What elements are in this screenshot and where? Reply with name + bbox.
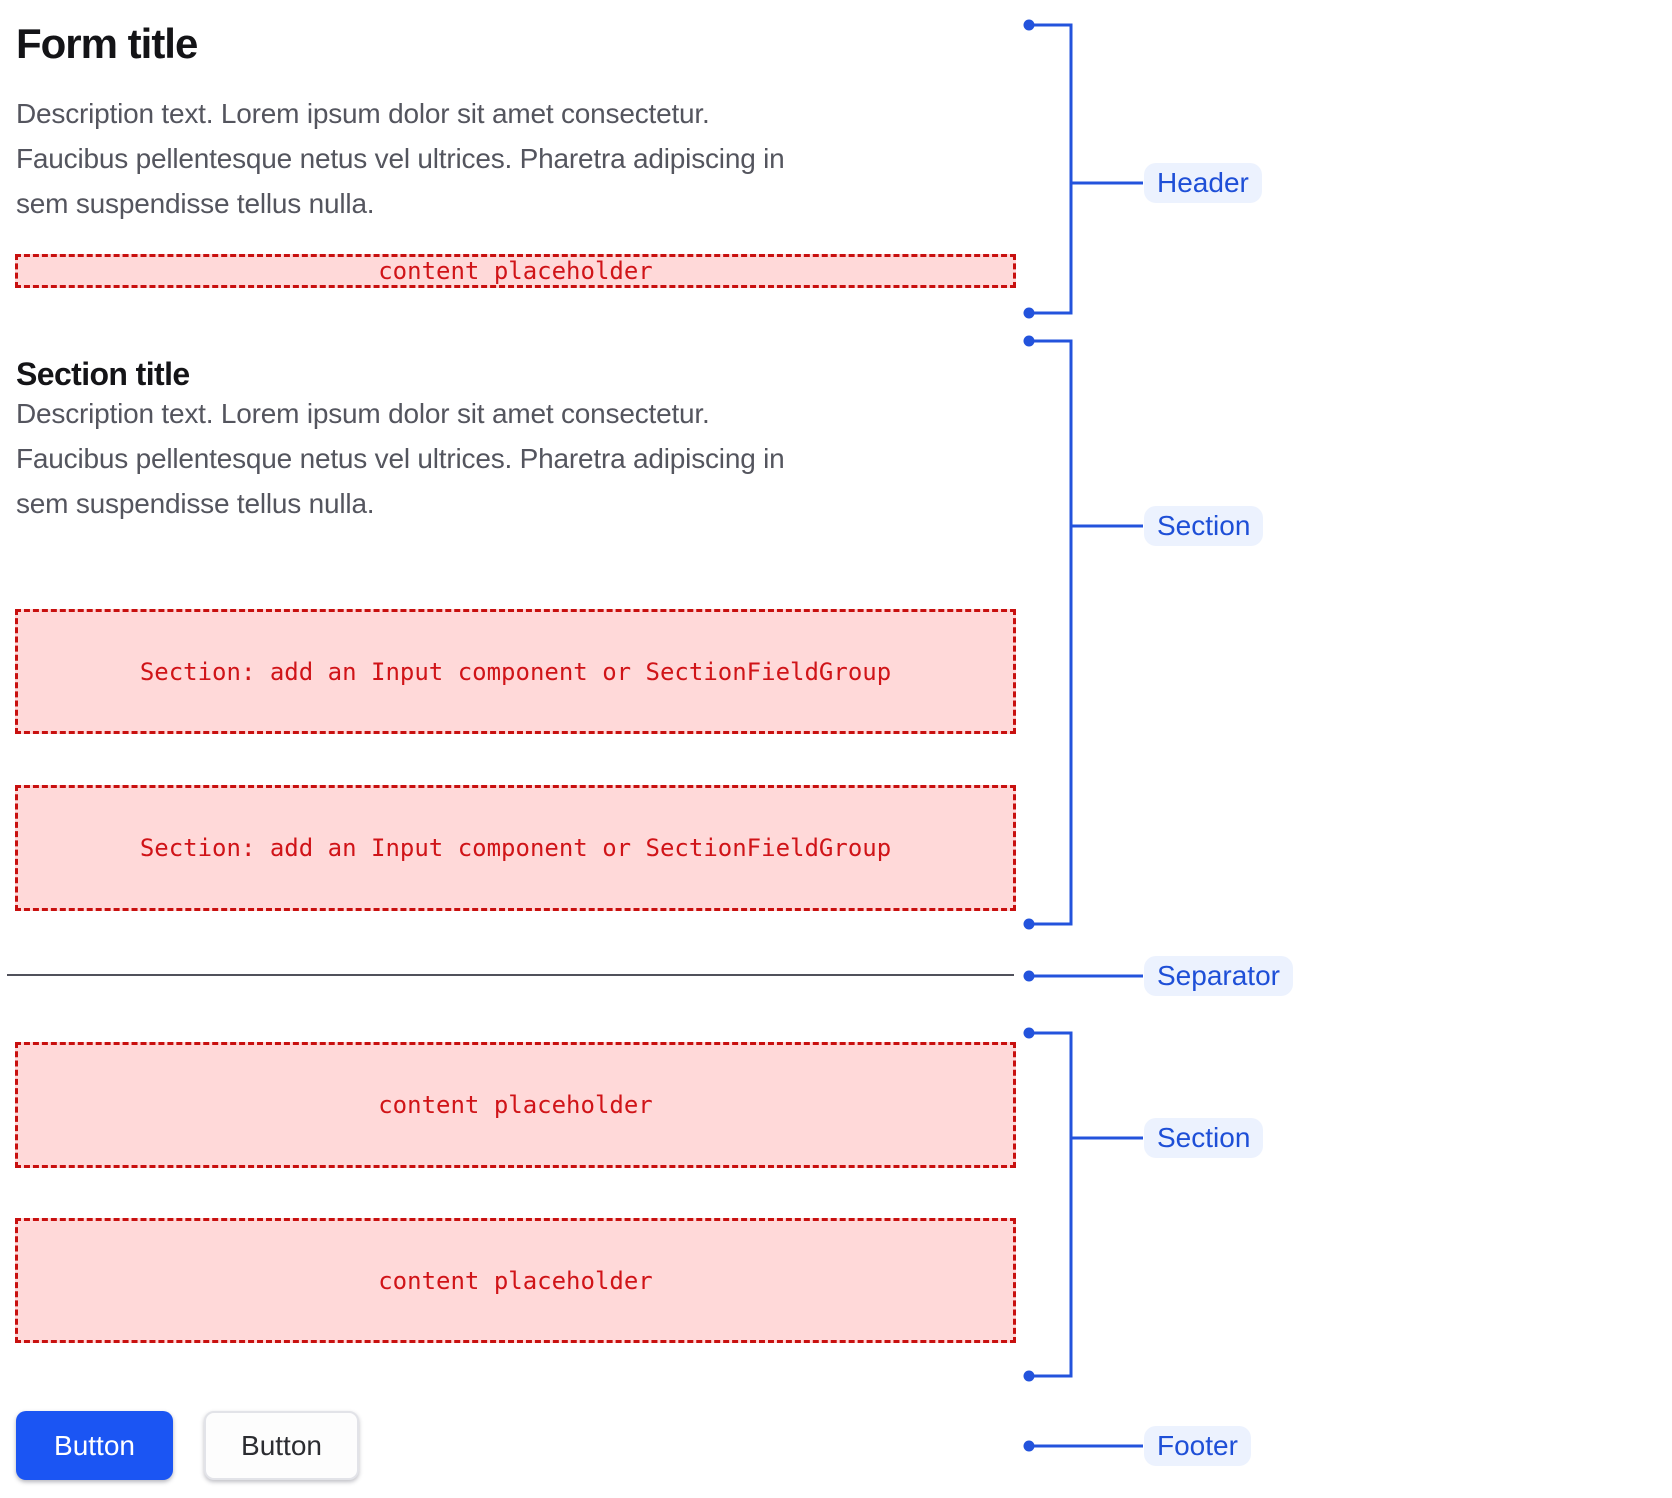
anchor-dot bbox=[1023, 1027, 1035, 1039]
secondary-button[interactable]: Button bbox=[204, 1411, 359, 1480]
anchor-dot bbox=[1023, 307, 1035, 319]
anchor-dot bbox=[1023, 335, 1035, 347]
annotation-label-separator: Separator bbox=[1144, 956, 1293, 996]
anchor-dot bbox=[1023, 970, 1035, 982]
section-content-placeholder: content placeholder bbox=[15, 1042, 1016, 1168]
anchor-dot bbox=[1023, 918, 1035, 930]
separator-line bbox=[7, 974, 1014, 976]
annotation-label-section: Section bbox=[1144, 506, 1264, 546]
anchor-dot bbox=[1023, 1370, 1035, 1382]
annotation-label-footer: Footer bbox=[1144, 1426, 1251, 1466]
section2-bracket bbox=[1029, 1031, 1073, 1378]
section-title: Section title bbox=[16, 356, 190, 392]
section-input-placeholder: Section: add an Input component or Secti… bbox=[15, 609, 1016, 734]
anchor-dot bbox=[1023, 19, 1035, 31]
form-title: Form title bbox=[16, 20, 198, 67]
section-description: Description text. Lorem ipsum dolor sit … bbox=[16, 398, 785, 519]
section1-bracket bbox=[1029, 339, 1073, 926]
section-input-placeholder: Section: add an Input component or Secti… bbox=[15, 785, 1016, 911]
form-description: Description text. Lorem ipsum dolor sit … bbox=[16, 98, 785, 219]
anchor-dot bbox=[1023, 1440, 1035, 1452]
section-content-placeholder: content placeholder bbox=[15, 1218, 1016, 1343]
header-content-placeholder: content placeholder bbox=[15, 254, 1016, 288]
annotation-label-section: Section bbox=[1144, 1118, 1264, 1158]
header-bracket bbox=[1029, 23, 1073, 315]
primary-button[interactable]: Button bbox=[16, 1411, 173, 1480]
annotation-label-header: Header bbox=[1144, 163, 1262, 203]
